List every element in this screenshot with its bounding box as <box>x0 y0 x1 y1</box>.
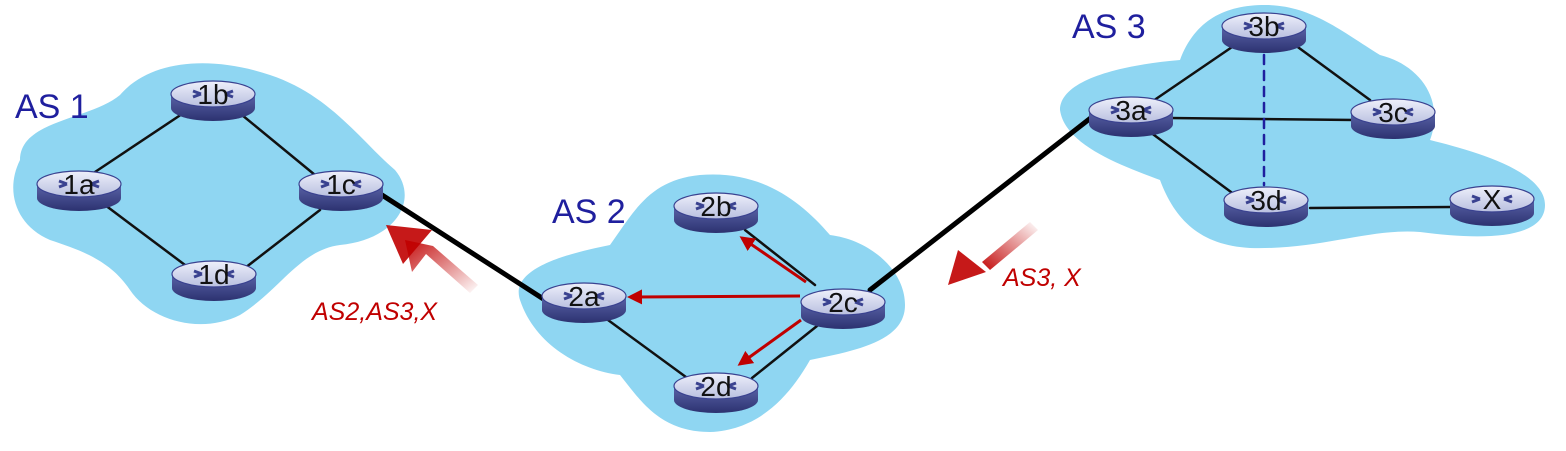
router-2b: 2b <box>673 191 759 233</box>
advertisement-arrow-as2-to-as1 <box>386 225 478 293</box>
router-top <box>673 192 759 220</box>
router-top <box>1088 96 1174 124</box>
router-label-1a: 1a <box>63 169 95 200</box>
router-3d: 3d <box>1223 185 1309 227</box>
router-top <box>171 260 257 288</box>
router-arrow-mark <box>822 300 832 307</box>
router-3b: 3b <box>1221 11 1307 53</box>
router-arrow-mark <box>1275 24 1285 31</box>
link-2b-2c <box>743 228 817 287</box>
link-1b-1c <box>240 113 317 177</box>
propagation-arrow-2c-2b <box>739 236 807 284</box>
router-arrow-mark <box>224 92 234 99</box>
router-arrow-mark <box>1277 198 1287 205</box>
link-2a-2d <box>606 318 692 382</box>
router-label-x: X <box>1483 184 1502 215</box>
link-3a-3d <box>1148 130 1237 197</box>
advertisement-arrow-as3-to-as2 <box>948 222 1038 285</box>
link-1a-1b <box>93 110 187 174</box>
router-1c: 1c <box>298 169 384 211</box>
router-top <box>36 170 122 198</box>
router-3a: 3a <box>1088 95 1174 137</box>
router-top <box>1449 185 1535 213</box>
link-1d-1c <box>243 208 322 270</box>
link-3b-3c <box>1293 43 1372 102</box>
router-arrow-mark <box>192 92 202 99</box>
as3-cloud <box>1060 5 1545 249</box>
router-arrow-mark <box>595 294 605 301</box>
as2-cloud <box>518 174 905 432</box>
router-label-1b: 1b <box>197 79 228 110</box>
router-arrow-mark <box>695 204 705 211</box>
router-label-3d: 3d <box>1250 185 1281 216</box>
router-top <box>800 288 886 316</box>
router-top <box>1223 186 1309 214</box>
router-arrow-mark <box>1110 108 1120 115</box>
propagation-arrow-2c-2a <box>627 289 801 305</box>
advertisement-label-as2-as3-x: AS2,AS3,X <box>310 298 438 326</box>
router-1b: 1b <box>170 79 256 121</box>
router-1d: 1d <box>171 259 257 301</box>
router-top <box>1221 12 1307 40</box>
router-arrow-mark <box>854 300 864 307</box>
router-label-1c: 1c <box>326 169 356 200</box>
router-top <box>1350 98 1436 126</box>
router-arrow-mark <box>225 272 235 279</box>
router-arrow-mark <box>58 182 68 189</box>
router-arrow-mark <box>1503 197 1513 204</box>
router-top <box>298 170 384 198</box>
router-arrow-mark <box>1404 110 1414 117</box>
router-arrow-mark <box>695 384 705 391</box>
router-label-1d: 1d <box>198 259 229 290</box>
propagation-arrow-2c-2d <box>737 318 802 366</box>
link-3a-3b <box>1148 43 1237 105</box>
router-arrow-mark <box>563 294 573 301</box>
links <box>93 43 1454 382</box>
router-top <box>673 372 759 400</box>
as2-label: AS 2 <box>552 193 626 231</box>
router-arrow-mark <box>1471 197 1481 204</box>
router-arrow-mark <box>1372 110 1382 117</box>
router-label-3c: 3c <box>1378 97 1408 128</box>
router-1a: 1a <box>36 169 122 211</box>
router-label-2c: 2c <box>828 287 858 318</box>
link-1c-2a <box>379 192 548 303</box>
router-x: X <box>1449 184 1535 226</box>
router-arrow-mark <box>90 182 100 189</box>
router-arrow-mark <box>320 182 330 189</box>
router-arrow-mark <box>1245 198 1255 205</box>
internal-propagation-arrows <box>627 236 807 366</box>
link-2c-3a <box>867 114 1095 293</box>
as1-label: AS 1 <box>15 88 89 126</box>
router-label-2d: 2d <box>700 371 731 402</box>
router-top <box>170 80 256 108</box>
router-3c: 3c <box>1350 97 1436 139</box>
router-arrow-mark <box>727 384 737 391</box>
link-2d-2c <box>750 320 824 380</box>
as3-label: AS 3 <box>1072 8 1146 46</box>
router-label-3b: 3b <box>1248 11 1279 42</box>
router-2c: 2c <box>800 287 886 329</box>
routers: 1a 1b 1c 1d 2a 2b 2c 2d 3a 3b 3c 3d X <box>36 11 1535 413</box>
link-3d-x <box>1308 205 1454 210</box>
as1-cloud <box>13 63 405 325</box>
router-arrow-mark <box>727 204 737 211</box>
advertisement-label-as3-x: AS3, X <box>1001 264 1082 292</box>
router-arrow-mark <box>1243 24 1253 31</box>
router-2d: 2d <box>673 371 759 413</box>
router-arrow-mark <box>1142 108 1152 115</box>
link-3a-3c <box>1168 116 1357 122</box>
router-2a: 2a <box>541 281 627 323</box>
router-label-2b: 2b <box>700 191 731 222</box>
link-1a-1d <box>103 203 187 267</box>
router-arrow-mark <box>352 182 362 189</box>
router-label-3a: 3a <box>1115 95 1147 126</box>
router-top <box>541 282 627 310</box>
router-label-2a: 2a <box>568 281 600 312</box>
router-arrow-mark <box>193 272 203 279</box>
